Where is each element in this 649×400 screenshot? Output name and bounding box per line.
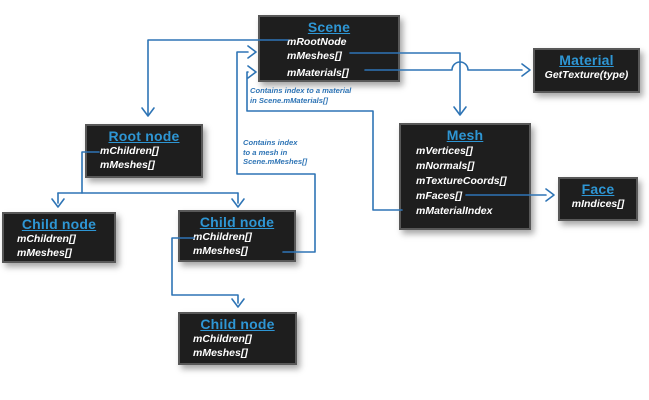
node-field: mChildren[] [17, 233, 76, 245]
annotation-line: Contains index to a material [250, 86, 352, 95]
node-title: Root node [108, 128, 180, 144]
node-field: mFaces[] [416, 190, 463, 202]
node-child-left: Child node mChildren[] mMeshes[] [2, 212, 116, 263]
node-title: Child node [199, 214, 275, 230]
node-field: mChildren[] [193, 231, 252, 243]
annotation-line: Contains index [243, 138, 298, 147]
node-field: mMeshes[] [17, 246, 72, 259]
arrowhead-down-icon [51, 198, 65, 208]
node-title: Mesh [446, 127, 484, 143]
arrowhead-right-icon [521, 63, 531, 77]
node-title: Face [581, 181, 615, 197]
node-field: mMeshes[] [100, 158, 155, 171]
arrowhead-right-icon [247, 65, 257, 79]
node-field: mIndices[] [571, 198, 625, 210]
node-field: mMaterialIndex [416, 205, 493, 217]
node-title: Child node [200, 316, 275, 332]
node-child-middle: Child node mChildren[] mMeshes[] [178, 210, 296, 262]
arrowhead-down-icon [231, 298, 245, 308]
arrowhead-down-icon [453, 106, 467, 116]
arrowhead-right-icon [545, 188, 555, 202]
node-field: mMeshes[] [193, 346, 248, 359]
node-material: Material GetTexture(type) [533, 48, 640, 93]
node-field: mTextureCoords[] [416, 175, 507, 187]
node-title: Child node [21, 216, 97, 232]
node-mesh: Mesh mVertices[] mNormals[] mTextureCoor… [399, 123, 531, 230]
node-root: Root node mChildren[] mMeshes[] [85, 124, 203, 178]
annotation-material-index: Contains index to a material in Scene.mM… [250, 86, 351, 105]
node-title: Material [559, 52, 614, 68]
node-field: mChildren[] [193, 333, 252, 345]
node-child-bottom: Child node mChildren[] mMeshes[] [178, 312, 297, 365]
node-title: Scene [307, 19, 351, 35]
node-field: mMeshes[] [193, 244, 248, 257]
node-field: mVertices[] [416, 145, 473, 157]
node-field: mMeshes[] [287, 49, 342, 62]
arrowhead-down-icon [141, 107, 155, 117]
arrowhead-down-icon [231, 198, 245, 208]
node-face: Face mIndices[] [558, 177, 638, 221]
annotation-line: in Scene.mMaterials[] [250, 95, 329, 105]
node-field: GetTexture(type) [544, 69, 629, 81]
annotation-line: to a mesh in [243, 147, 288, 157]
annotation-mesh-index: Contains index to a mesh in Scene.mMeshe… [243, 138, 307, 167]
node-field: mRootNode [287, 36, 347, 48]
node-field: mNormals[] [416, 160, 475, 172]
annotation-line: Scene.mMeshes[] [243, 157, 308, 167]
node-scene: Scene mRootNode mMeshes[] mMaterials[] [258, 15, 400, 82]
node-field: mMaterials[] [287, 67, 349, 79]
node-field: mChildren[] [100, 145, 159, 157]
arrowhead-right-icon [247, 45, 257, 59]
